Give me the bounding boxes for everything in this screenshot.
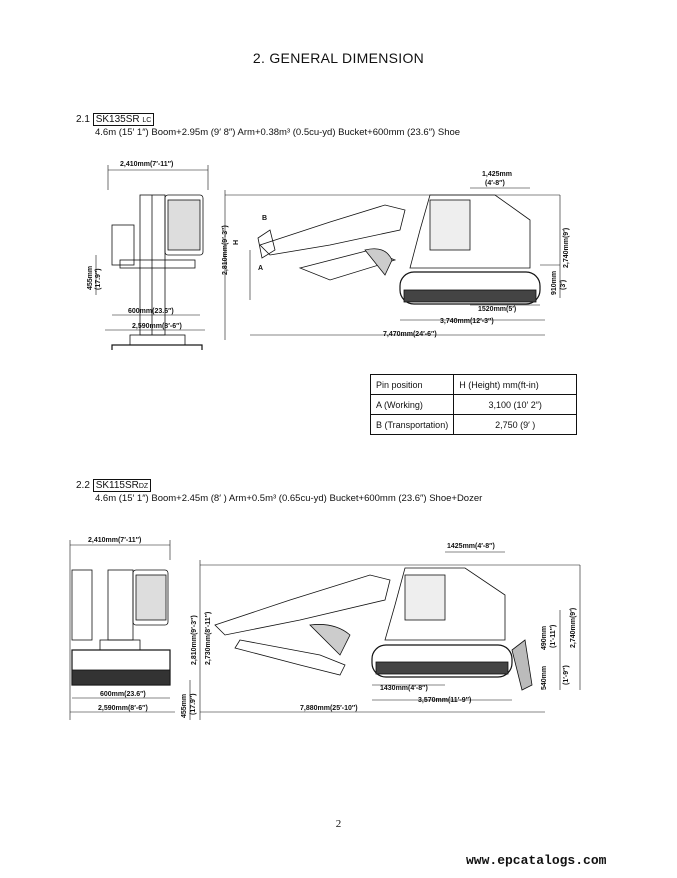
table-header-cell: H (Height) mm(ft-in) <box>453 374 578 395</box>
dim-height-boom1-2: 2,810mm(9′-3″) <box>191 615 198 665</box>
pin-a-label: A <box>258 265 263 272</box>
dim-width-bottom-1: 2,590mm(8′-6″) <box>132 323 182 330</box>
dim-blade-up-ft-2: (1′-11″) <box>550 625 557 648</box>
table-row: A (Working) 3,100 (10′ 2″) <box>369 394 578 415</box>
pin-b-label: B <box>262 215 267 222</box>
section-1-heading: 2.1 SK135SR LC <box>76 113 155 126</box>
section-2-model-box: SK115SRDZ <box>92 479 152 492</box>
dim-blade-down-ft-2: (1′-9″) <box>563 665 570 685</box>
front-view-machine-1 <box>111 194 204 350</box>
section-2-number: 2.2 <box>76 480 90 491</box>
dim-clearance-ft-2: (17.9″) <box>190 693 197 715</box>
table-cell: 2,750 (9′ ) <box>453 414 578 435</box>
dim-tail-2: 1425mm(4′-8″) <box>447 543 495 550</box>
dim-shoe-2: 600mm(23.6″) <box>100 691 146 698</box>
dim-clearance-ft-1: (17.9″) <box>95 268 102 290</box>
side-view-machine-2 <box>214 567 533 691</box>
section-2-spec: 4.6m (15′ 1″) Boom+2.45m (8′ ) Arm+0.5m³… <box>95 493 483 504</box>
pin-position-table: Pin position H (Height) mm(ft-in) A (Wor… <box>369 374 578 435</box>
front-view-machine-2 <box>71 569 171 686</box>
section-2-model: SK115SR <box>95 480 139 491</box>
section-1-spec: 4.6m (15′ 1″) Boom+2.95m (9′ 8″) Arm+0.3… <box>95 127 461 138</box>
dim-h-1: H <box>233 240 240 245</box>
section-2-drawing: 2,410mm(7′-11″) 1425mm(4′-8″) 2,810mm(9′… <box>69 537 581 720</box>
dim-height-cab-1: 2,740mm(9′) <box>563 228 570 268</box>
dim-tail-ft-1: (4′-8″) <box>485 180 505 187</box>
dim-width-top-1: 2,410mm(7′-11″) <box>120 161 173 168</box>
section-1-model-suffix: LC <box>142 117 152 124</box>
section-1-number: 2.1 <box>76 114 90 125</box>
table-cell: A (Working) <box>369 394 455 415</box>
dim-tumbler-2: 1430mm(4′-8″) <box>380 685 428 692</box>
dim-height-boom2-2: 2,730mm(8′-11″) <box>205 612 212 665</box>
table-header-cell: Pin position <box>369 374 455 395</box>
page-title: 2. GENERAL DIMENSION <box>252 50 425 66</box>
table-row: B (Transportation) 2,750 (9′ ) <box>369 414 578 435</box>
watermark-url: www.epcatalogs.com <box>466 853 607 868</box>
dim-clearance-1: 455mm <box>87 266 94 290</box>
dim-track-height-ft-1: (3′) <box>560 280 567 290</box>
section-2-model-suffix: DZ <box>138 483 149 490</box>
section-2-heading: 2.2 SK115SRDZ <box>76 479 152 492</box>
table-cell: B (Transportation) <box>369 414 455 435</box>
dim-overall-length-2: 7,880mm(25′-10″) <box>300 705 358 712</box>
dim-blade-down-2: 540mm <box>541 666 548 690</box>
dim-shoe-1: 600mm(23.6″) <box>128 308 174 315</box>
table-cell: 3,100 (10′ 2″) <box>453 394 578 415</box>
section-1-model-box: SK135SR LC <box>92 113 155 126</box>
dim-tail-1: 1,425mm <box>482 171 512 178</box>
dim-width-bottom-2: 2,590mm(8′-6″) <box>98 705 148 712</box>
dim-overall-length-1: 7,470mm(24′-6″) <box>383 331 437 338</box>
page-number: 2 <box>335 818 342 830</box>
dim-blade-up-2: 490mm <box>541 626 548 650</box>
side-view-machine-1 <box>257 194 541 305</box>
dim-clearance-2: 455mm <box>181 694 188 718</box>
table-header-row: Pin position H (Height) mm(ft-in) <box>369 374 578 395</box>
section-1-model: SK135SR <box>95 114 140 125</box>
dim-width-top-2: 2,410mm(7′-11″) <box>88 537 141 544</box>
dim-track-length-1: 3,740mm(12′-3″) <box>440 318 494 325</box>
dim-track-length-2: 3,570mm(11′-9″) <box>418 697 471 704</box>
section-1-drawing: 2,410mm(7′-11″) 1,425mm (4′-8″) B A 2,81… <box>87 161 570 350</box>
dim-track-height-1: 910mm <box>551 271 558 295</box>
dim-height-boom-1: 2,810mm(9′-3″) <box>222 225 229 275</box>
dim-height-cab-2: 2,740mm(9′) <box>570 608 577 648</box>
dim-tumbler-1: 1520mm(5′) <box>478 306 516 313</box>
